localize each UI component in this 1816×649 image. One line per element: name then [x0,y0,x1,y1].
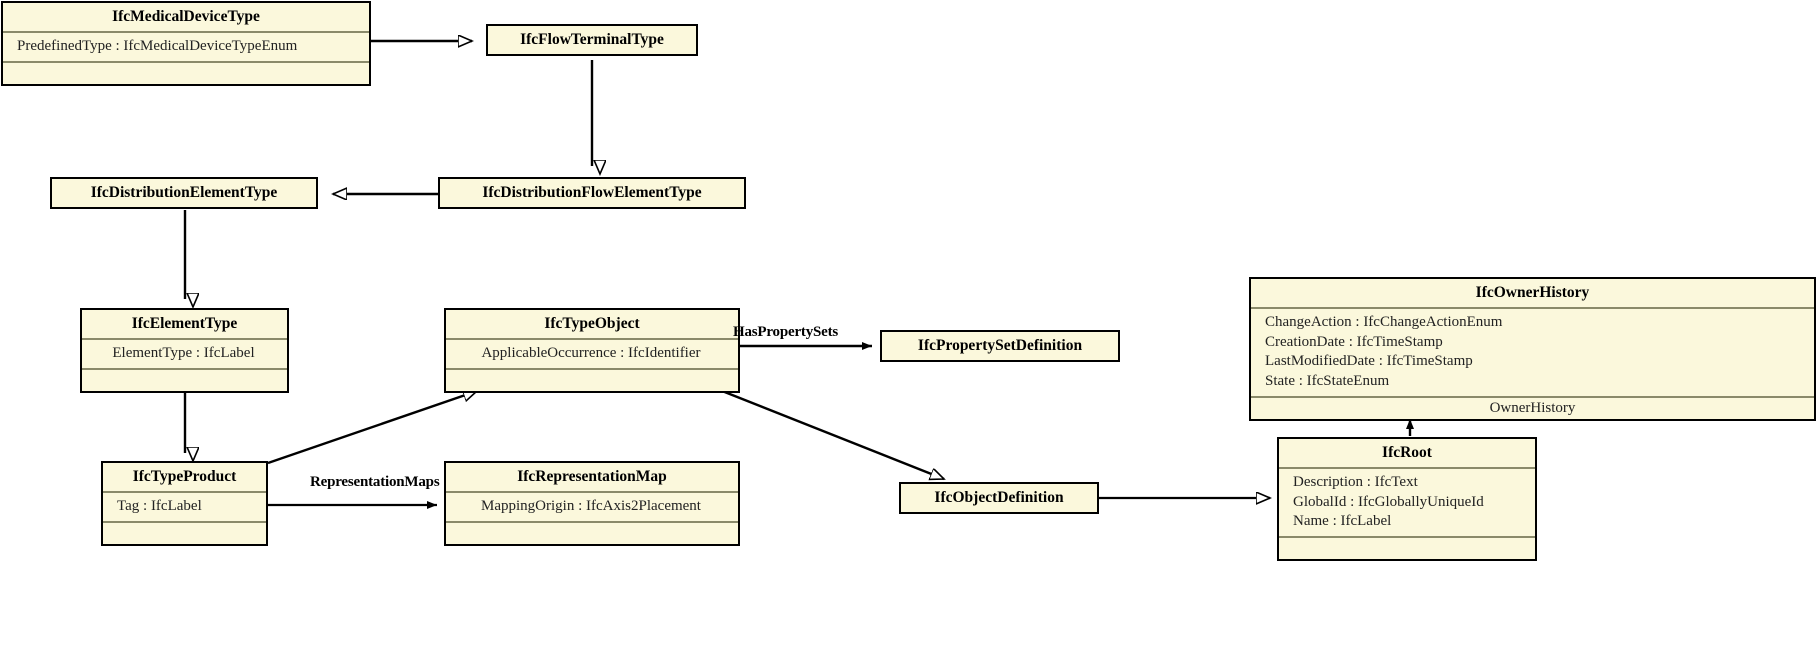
class-box-ifcpropertysetdefinition[interactable]: IfcPropertySetDefinition [880,330,1120,362]
class-title: IfcTypeProduct [132,468,237,485]
class-title: IfcMedicalDeviceType [112,8,260,25]
attribute-row: LastModifiedDate : IfcTimeStamp [1265,353,1473,370]
divider [3,60,369,63]
class-box-ifcdistributionflowelementtype[interactable]: IfcDistributionFlowElementType [438,177,746,209]
divider [446,520,738,523]
attribute-row: State : IfcStateEnum [1265,373,1390,390]
class-title: IfcRoot [1382,444,1432,461]
class-operations [103,523,266,544]
edge-label-representationmaps: RepresentationMaps [310,474,440,490]
divider [446,337,738,340]
divider [82,367,287,370]
divider [1279,466,1535,469]
divider [446,367,738,370]
class-title: IfcPropertySetDefinition [917,337,1083,354]
attribute-row: GlobalId : IfcGloballyUniqueId [1293,493,1484,510]
class-box-ifcflowterminaltype[interactable]: IfcFlowTerminalType [486,24,698,56]
class-title: IfcObjectDefinition [934,489,1064,506]
class-title: IfcTypeObject [544,315,640,332]
class-box-ifcrepresentationmap[interactable]: IfcRepresentationMap MappingOrigin : Ifc… [444,461,740,546]
class-box-ifcelementtype[interactable]: IfcElementType ElementType : IfcLabel [80,308,289,393]
attribute-row: Name : IfcLabel [1293,513,1392,530]
attribute-row: ElementType : IfcLabel [112,344,255,361]
class-attributes: MappingOrigin : IfcAxis2Placement [446,493,738,521]
class-attributes: Description : IfcText GlobalId : IfcGlob… [1279,469,1535,536]
class-attributes: ApplicableOccurrence : IfcIdentifier [446,340,738,368]
class-box-ifcdistributionelementtype[interactable]: IfcDistributionElementType [50,177,318,209]
divider [103,490,266,493]
divider [3,30,369,33]
class-attributes: ElementType : IfcLabel [82,340,287,368]
attribute-row: ChangeAction : IfcChangeActionEnum [1265,313,1503,330]
class-operations [1279,538,1535,559]
divider [103,520,266,523]
class-operations [446,370,738,391]
class-operations [446,523,738,544]
class-box-ifcobjectdefinition[interactable]: IfcObjectDefinition [899,482,1099,514]
divider [1251,396,1814,398]
class-attributes: ChangeAction : IfcChangeActionEnum Creat… [1251,309,1814,396]
attribute-row: Description : IfcText [1293,473,1418,490]
class-title: IfcDistributionFlowElementType [482,184,702,201]
divider [1251,306,1814,309]
attribute-row: PredefinedType : IfcMedicalDeviceTypeEnu… [17,37,298,54]
class-title: IfcOwnerHistory [1475,284,1590,301]
class-operations [3,63,369,84]
class-title: IfcElementType [131,315,238,332]
class-title: IfcDistributionElementType [90,184,278,201]
class-box-ifcroot[interactable]: IfcRoot Description : IfcText GlobalId :… [1277,437,1537,562]
class-box-ifctypeproduct[interactable]: IfcTypeProduct Tag : IfcLabel [101,461,268,546]
class-title: IfcRepresentationMap [517,468,667,485]
class-box-ifcownerhistory[interactable]: IfcOwnerHistory ChangeAction : IfcChange… [1249,277,1816,421]
attribute-row: Tag : IfcLabel [117,497,202,514]
divider [82,337,287,340]
attribute-row: CreationDate : IfcTimeStamp [1265,333,1443,350]
class-operations [82,370,287,391]
attribute-row: MappingOrigin : IfcAxis2Placement [481,497,701,514]
class-box-ifctypeobject[interactable]: IfcTypeObject ApplicableOccurrence : Ifc… [444,308,740,393]
class-attributes: Tag : IfcLabel [103,493,266,521]
class-title: IfcFlowTerminalType [520,31,664,48]
class-operations: OwnerHistory [1489,400,1576,416]
edge-label-haspropertysets: HasPropertySets [733,324,839,340]
class-box-ifcmedicaldevicetype[interactable]: IfcMedicalDeviceType PredefinedType : If… [1,1,371,86]
divider [1279,536,1535,539]
attribute-row: ApplicableOccurrence : IfcIdentifier [481,344,701,361]
divider [446,490,738,493]
class-attributes: PredefinedType : IfcMedicalDeviceTypeEnu… [3,33,369,61]
